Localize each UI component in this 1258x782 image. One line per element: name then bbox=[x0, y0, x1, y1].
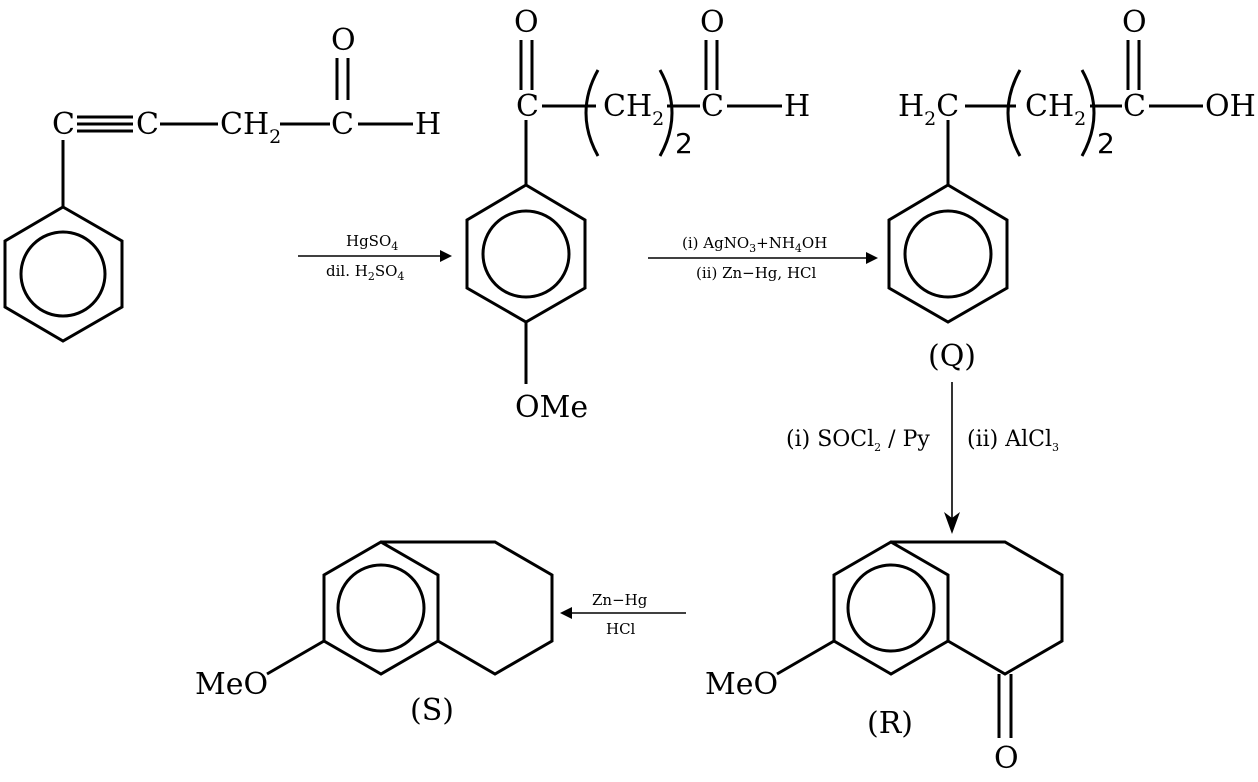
aldehyde-hydrogen: H bbox=[784, 89, 810, 124]
alkyne-carbon-2: C bbox=[136, 107, 159, 142]
aldehyde-oxygen: O bbox=[700, 5, 725, 40]
benzene-ring-2 bbox=[465, 183, 587, 324]
acid-carbonyl-oxygen: O bbox=[1122, 5, 1147, 40]
methoxy-group: MeO bbox=[195, 667, 268, 702]
svg-text:(i) AgNO3+NH4OH: (i) AgNO3+NH4OH bbox=[682, 234, 827, 255]
aromatic-ring-r bbox=[832, 540, 950, 676]
repeat-count: 2 bbox=[675, 127, 693, 160]
carbonyl-carbon: C bbox=[331, 107, 354, 142]
open-paren bbox=[1006, 69, 1022, 157]
methoxy-group: OMe bbox=[515, 390, 588, 425]
keto-aldehyde-intermediate: OMe C O CH2 2 C O H bbox=[465, 5, 810, 425]
methoxy-group: MeO bbox=[705, 667, 778, 702]
compound-q: H2C CH2 2 C O OH (Q) bbox=[887, 5, 1256, 374]
open-paren bbox=[584, 69, 600, 157]
reaction-arrow-2: (i) AgNO3+NH4OH (ii) Zn−Hg, HCl bbox=[648, 234, 878, 282]
saturated-ring-s bbox=[381, 540, 554, 676]
benzene-ring-q bbox=[887, 183, 1009, 324]
ketone-oxygen: O bbox=[994, 741, 1019, 776]
benzene-ring-1 bbox=[3, 205, 124, 343]
svg-text:(ii) Zn−Hg, HCl: (ii) Zn−Hg, HCl bbox=[696, 264, 816, 282]
label-r: (R) bbox=[867, 706, 913, 741]
carbonyl-oxygen: O bbox=[331, 23, 356, 58]
ring-to-methoxy-bond bbox=[266, 639, 325, 676]
svg-text:HCl: HCl bbox=[606, 620, 636, 638]
svg-text:(i) SOCl2 / Py: (i) SOCl2 / Py bbox=[786, 427, 930, 454]
saturated-ring-r bbox=[891, 540, 1064, 676]
reaction-arrow-1: HgSO4 dil. H2SO4 bbox=[298, 232, 452, 283]
aldehyde-hydrogen: H bbox=[415, 107, 441, 142]
ketone-oxygen: O bbox=[514, 5, 539, 40]
compound-r: MeO O (R) bbox=[705, 540, 1064, 776]
label-s: (S) bbox=[410, 693, 454, 728]
svg-text:Zn−Hg: Zn−Hg bbox=[592, 591, 648, 609]
svg-text:dil. H2SO4: dil. H2SO4 bbox=[326, 262, 404, 283]
ring-to-methoxy-bond bbox=[776, 639, 835, 676]
repeat-methylene: CH2 bbox=[603, 89, 664, 130]
close-paren bbox=[658, 69, 674, 157]
hydroxyl-group: OH bbox=[1205, 89, 1256, 124]
compound-s: MeO (S) bbox=[195, 540, 554, 728]
ketone-carbon: C bbox=[516, 89, 539, 124]
reaction-arrow-4: Zn−Hg HCl bbox=[560, 591, 686, 638]
aldehyde-carbon: C bbox=[701, 89, 724, 124]
close-paren bbox=[1080, 69, 1096, 157]
methylene-group: CH2 bbox=[220, 107, 281, 148]
aromatic-ring-s bbox=[322, 540, 440, 676]
repeat-count: 2 bbox=[1097, 127, 1115, 160]
svg-text:(ii) AlCl3: (ii) AlCl3 bbox=[967, 427, 1059, 454]
starting-material: C C CH2 C O H bbox=[3, 23, 441, 343]
acid-carbon: C bbox=[1123, 89, 1146, 124]
repeat-methylene: CH2 bbox=[1025, 89, 1086, 130]
label-q: (Q) bbox=[928, 339, 976, 374]
reaction-arrow-3: (i) SOCl2 / Py (ii) AlCl3 bbox=[786, 382, 1059, 534]
benzylic-methylene: H2C bbox=[898, 89, 959, 130]
alkyne-carbon-1: C bbox=[52, 107, 75, 142]
triple-bond bbox=[77, 115, 133, 133]
svg-text:HgSO4: HgSO4 bbox=[346, 232, 398, 253]
